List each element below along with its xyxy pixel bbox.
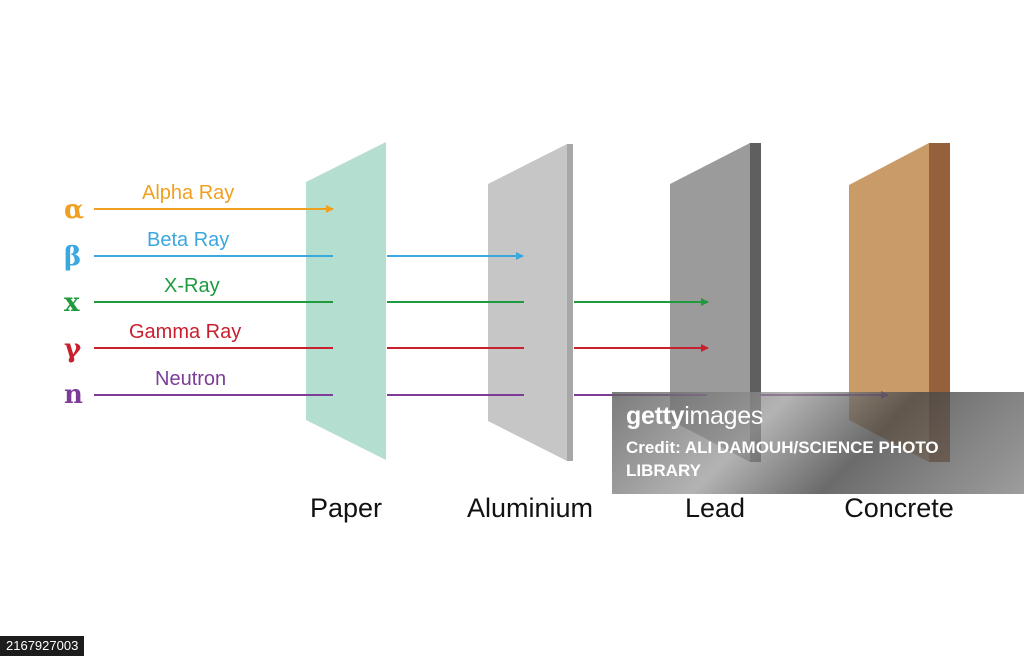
logo-bold-text: getty [626,402,685,430]
logo-light-text: images [684,402,764,430]
beta-symbol: β [64,242,81,272]
getty-images-logo: gettyimages [626,402,1010,430]
lead-edge [750,143,761,462]
lead-barrier [670,143,761,462]
aluminium-label: Aluminium [467,493,593,523]
x-ray-label: X-Ray [164,275,220,297]
aluminium-edge [567,144,573,461]
alpha-ray-label: Alpha Ray [142,182,234,204]
concrete-label: Concrete [844,493,954,523]
x-ray-symbol: x [64,288,80,318]
concrete-side [929,143,950,462]
paper-label: Paper [310,493,382,523]
gamma-symbol: γ [64,334,82,364]
concrete-front [849,143,929,462]
gamma-ray-label: Gamma Ray [129,321,241,343]
image-id-tag: 2167927003 [0,636,85,656]
neutron-symbol: n [64,380,83,410]
neutron-label: Neutron [155,368,226,390]
alpha-symbol: α [64,195,84,225]
beta-ray-label: Beta Ray [147,229,229,251]
photo-credit: Credit: ALI DAMOUH/SCIENCE PHOTO LIBRARY [626,438,939,480]
paper-barrier [306,142,386,460]
lead-sheet [670,143,750,462]
concrete-barrier [849,143,950,462]
getty-images-watermark: gettyimages Credit: ALI DAMOUH/SCIENCE P… [612,392,1024,494]
aluminium-barrier [488,144,573,461]
lead-label: Lead [685,493,745,523]
aluminium-sheet [488,144,567,461]
paper-sheet [306,142,386,460]
